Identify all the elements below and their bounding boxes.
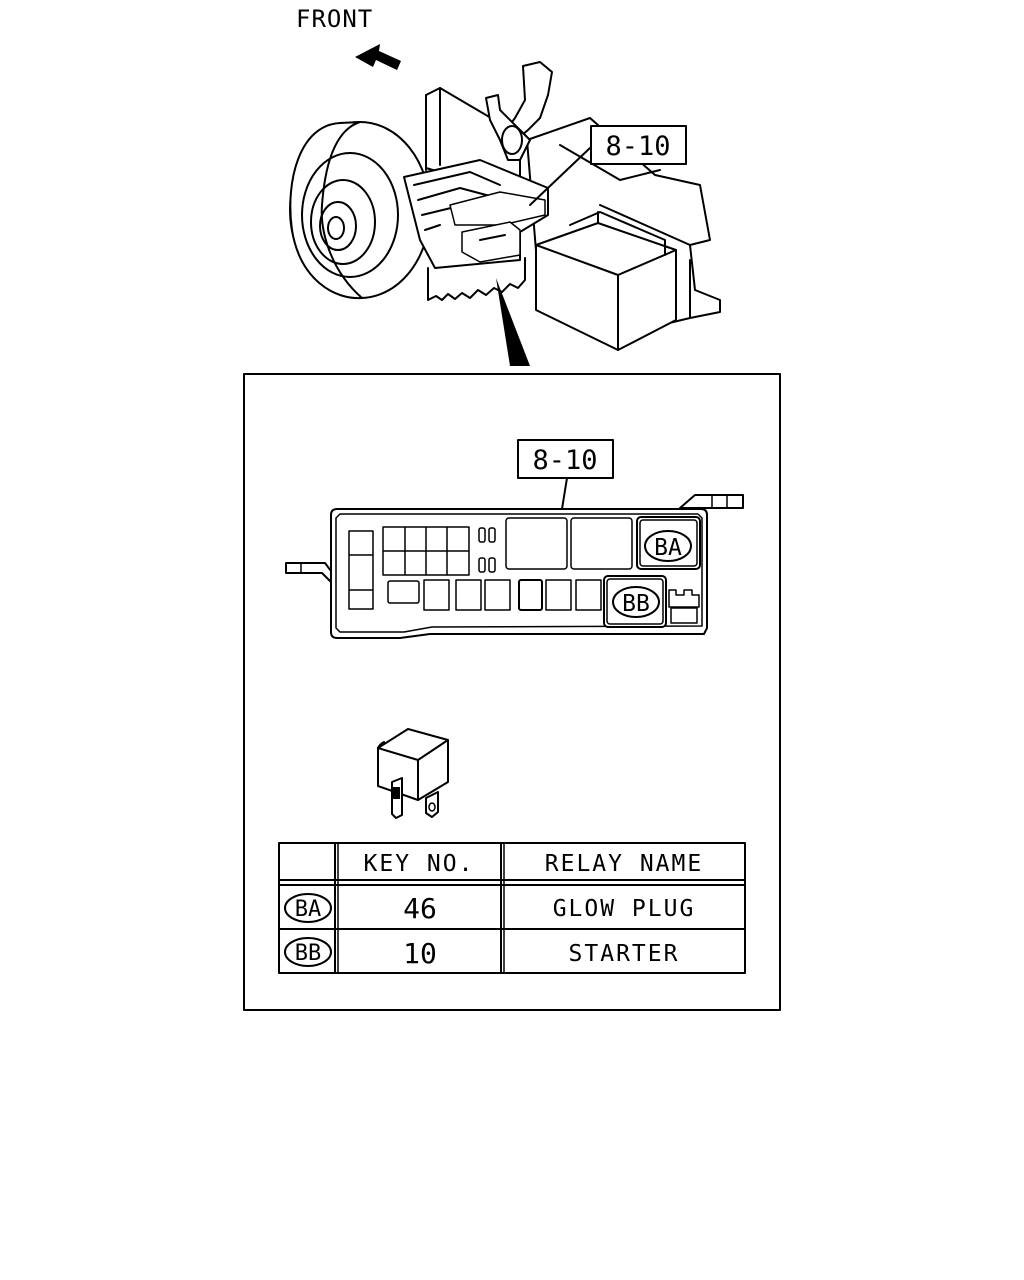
table-row-relay-name: GLOW PLUG xyxy=(553,896,696,922)
svg-text:BA: BA xyxy=(654,535,682,561)
relay-icon xyxy=(377,728,449,819)
relay-table: KEY NO. RELAY NAME BA 46 GLOW PLUG BB 10… xyxy=(278,842,746,974)
engine-compartment-illustration xyxy=(289,61,721,366)
marker-bb-in-box: BB xyxy=(612,586,660,618)
front-label: FRONT xyxy=(296,5,373,33)
table-row-marker: BB xyxy=(295,941,322,966)
table-row: BB 10 STARTER xyxy=(284,937,680,970)
table-header-relay-name: RELAY NAME xyxy=(545,851,703,877)
table-row: BA 46 GLOW PLUG xyxy=(284,892,696,925)
table-row-relay-name: STARTER xyxy=(569,941,680,967)
table-row-key-no: 46 xyxy=(403,892,437,925)
table-row-marker: BA xyxy=(295,897,322,922)
marker-ba-in-box: BA xyxy=(644,530,692,562)
callout-box-top xyxy=(590,125,687,165)
detail-frame xyxy=(243,373,781,1011)
callout-label-top: 8-10 xyxy=(605,131,670,162)
svg-text:BB: BB xyxy=(622,591,650,617)
callout-box-detail xyxy=(517,439,614,479)
table-row-key-no: 10 xyxy=(403,937,437,970)
table-header-key-no: KEY NO. xyxy=(364,851,475,877)
callout-label-detail: 8-10 xyxy=(532,445,597,476)
relay-box-top-view xyxy=(285,494,744,639)
front-arrow-icon xyxy=(355,44,401,70)
